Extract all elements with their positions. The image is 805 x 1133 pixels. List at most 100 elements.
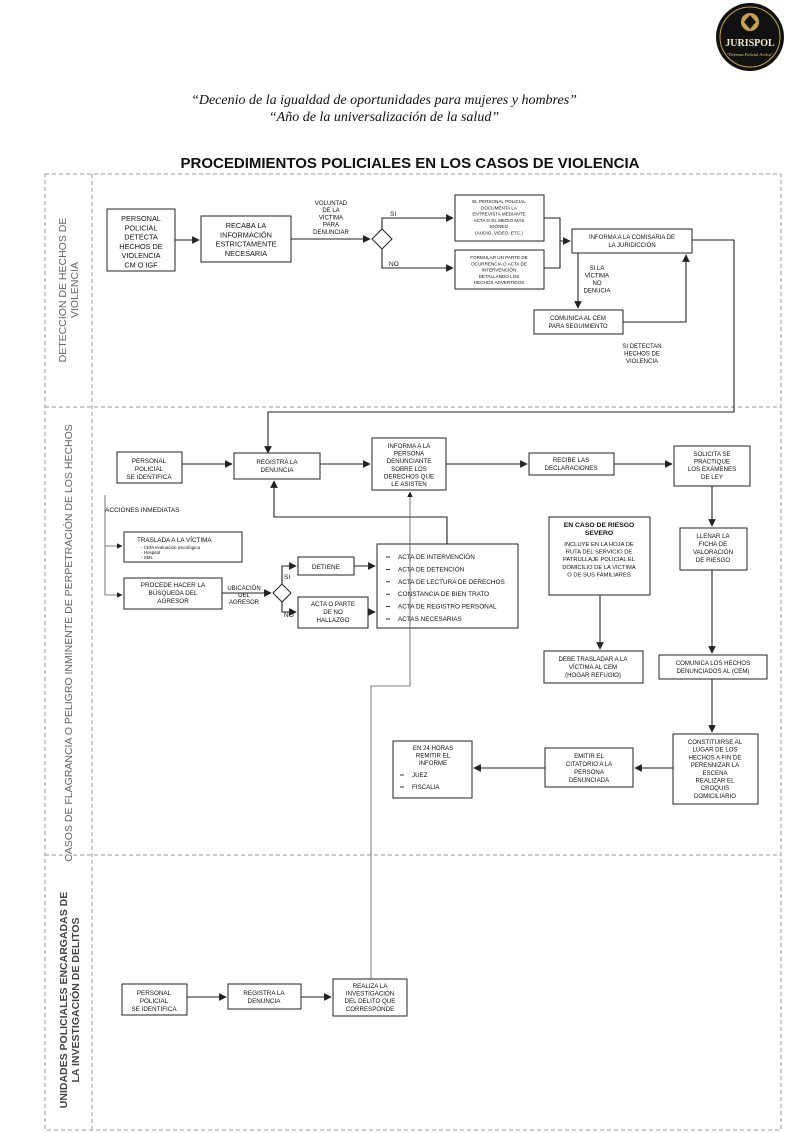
svg-text:CASOS DE FLAGRANCIA O PELIGRO: CASOS DE FLAGRANCIA O PELIGRO INMINENTE …: [62, 424, 75, 862]
riesgo-severo-body: INCLUYE EN LA HOJA DE RUTA DEL SERVICIO D…: [562, 542, 636, 578]
text-line: INCLUYE EN LA HOJA DE: [564, 542, 634, 548]
text-line: PERSONAL: [137, 990, 172, 997]
text-line: DEL: [238, 593, 250, 599]
box-acta-parte: [297, 596, 369, 629]
traslada-item: - CEM evaluación psicológica: [141, 545, 201, 550]
text-line: VÍCTIMA AL CEM: [569, 664, 617, 671]
text-line: DOCUMENTA LA: [481, 205, 518, 210]
text-line: EL PERSONAL POLICIAL: [472, 199, 526, 204]
box-informa-derechos: [371, 437, 447, 491]
text-line: O DE SUS FAMILIARES: [567, 572, 631, 578]
svg-text:DETECCION DE HECHOS DEVIOLENCI: DETECCION DE HECHOS DEVIOLENCIA: [57, 218, 81, 363]
text-line: HECHOS DE: [119, 242, 163, 251]
text-line: PERSONAL: [132, 458, 167, 465]
text-line: SI DETECTAN: [622, 344, 661, 350]
text-line: PATRULLAJE POLICIAL EL: [563, 557, 636, 563]
box-comunica-hechos: [658, 654, 768, 680]
header-line-2: “Año de la universalización de la salud”: [269, 110, 499, 125]
text-line: CONSTITUIRSE AL: [688, 739, 743, 746]
text-line: REGISTRA LA: [243, 990, 285, 997]
text-line: POLICIAL: [125, 223, 158, 232]
text-line: LE ASISTEN: [391, 481, 426, 488]
acciones-inmediatas-label: ACCIONES INMEDIATAS: [105, 507, 180, 514]
text-line: REALIZAR EL: [696, 778, 736, 785]
text-line: CORRESPONDE: [346, 1006, 394, 1013]
text-line: ACTA O EL MEDIO MÁS: [474, 217, 525, 223]
text-line: COMUNICA LOS HECHOS: [676, 660, 751, 667]
text-line: VÍCTIMA: [319, 214, 343, 221]
logo-subtext: "Defensa Policial Activa": [727, 52, 773, 57]
logo-text: JURISPOL: [725, 38, 775, 49]
lane-label-flagrancy: CASOS DE FLAGRANCIA O PELIGRO INMINENTE …: [62, 424, 75, 862]
text-line: EN CASO DE RIESGO: [564, 522, 635, 529]
box-registra-denuncia: [233, 452, 321, 480]
text-line: RUTA DEL SERVICIO DE: [566, 550, 633, 556]
text-line: DE LA: [322, 208, 339, 214]
box-personal-identifica-3: [121, 983, 188, 1016]
acta-item: CONSTANCIA DE BIEN TRATO: [398, 591, 489, 598]
text-line: SOBRE LOS: [391, 466, 427, 473]
text-line: LA JURIDICCIÓN: [608, 242, 655, 249]
swimlane-frame: [44, 173, 782, 1131]
text-line: AGRESOR: [157, 598, 189, 605]
text-line: AGRESOR: [229, 600, 260, 606]
acta-item: ACTA DE REGISTRO PERSONAL: [398, 604, 497, 611]
svg-text:UNIDADES POLICIALES ENCARGADAS: UNIDADES POLICIALES ENCARGADAS DELA INVE…: [58, 892, 82, 1108]
text-line: DERECHOS QUE: [384, 473, 434, 480]
text-line: REMITIR EL: [416, 753, 451, 760]
box-registra-denuncia-3: [227, 983, 302, 1010]
box-informa-comisaria: [571, 228, 693, 254]
text-line: HALLAZGO: [316, 617, 349, 624]
text-line: POLICIAL: [135, 466, 164, 473]
text-line: ACTA O PARTE: [311, 601, 355, 608]
box-emitir-citatorio: [544, 747, 634, 788]
text-line: ESCENA: [702, 770, 728, 777]
text-line: NECESARIA: [225, 249, 267, 258]
text-line: EMITIR EL: [574, 753, 604, 760]
text-line: SE IDENTIFICA: [131, 1006, 177, 1013]
text-line: DENUNCIADA: [569, 777, 610, 784]
text-line: ESTRICTAMENTE: [215, 240, 276, 249]
text-line: PERSONAL: [121, 214, 161, 223]
box-personal-identifica: [116, 451, 183, 484]
text-line: DEL DELITO QUE: [345, 998, 396, 1005]
text-line: UBICACIÓN: [227, 585, 260, 592]
box-documenta-entrevista: [454, 194, 545, 242]
section2-connectors: [104, 460, 716, 985]
jurispol-logo: JURISPOL "Defensa Policial Activa": [716, 3, 784, 71]
text-line: VALORACIÓN: [693, 549, 733, 556]
text-line: PERSONA: [394, 451, 425, 458]
box-actas-lista: [376, 543, 519, 629]
acta-item: ACTA DE INTERVENCIÓN: [398, 552, 475, 561]
lane-label-detection: DETECCION DE HECHOS DEVIOLENCIA: [57, 218, 81, 363]
text-line: INVESTIGACIÓN: [346, 991, 394, 998]
lane-label-investigation: UNIDADES POLICIALES ENCARGADAS DELA INVE…: [58, 892, 82, 1108]
text-line: FICHA DE: [699, 541, 728, 548]
text-line: DENUCIA: [583, 289, 610, 295]
text-line: DEBE TRASLADAR A LA: [559, 656, 629, 663]
text-line: PERSONA: [574, 769, 605, 776]
text-line: INFORMACIÓN: [220, 230, 272, 239]
box-procede-busqueda: [123, 577, 223, 610]
text-line: DENUNCIAR: [313, 230, 349, 236]
text-line: SOLICITA SE: [693, 451, 730, 458]
text-line: INFORMA A LA: [388, 443, 432, 450]
traslada-item: - SML: [141, 555, 153, 560]
header-line-1: “Decenio de la igualdad de oportunidades…: [191, 93, 577, 108]
text-line: VIOLENCIA: [626, 359, 658, 365]
